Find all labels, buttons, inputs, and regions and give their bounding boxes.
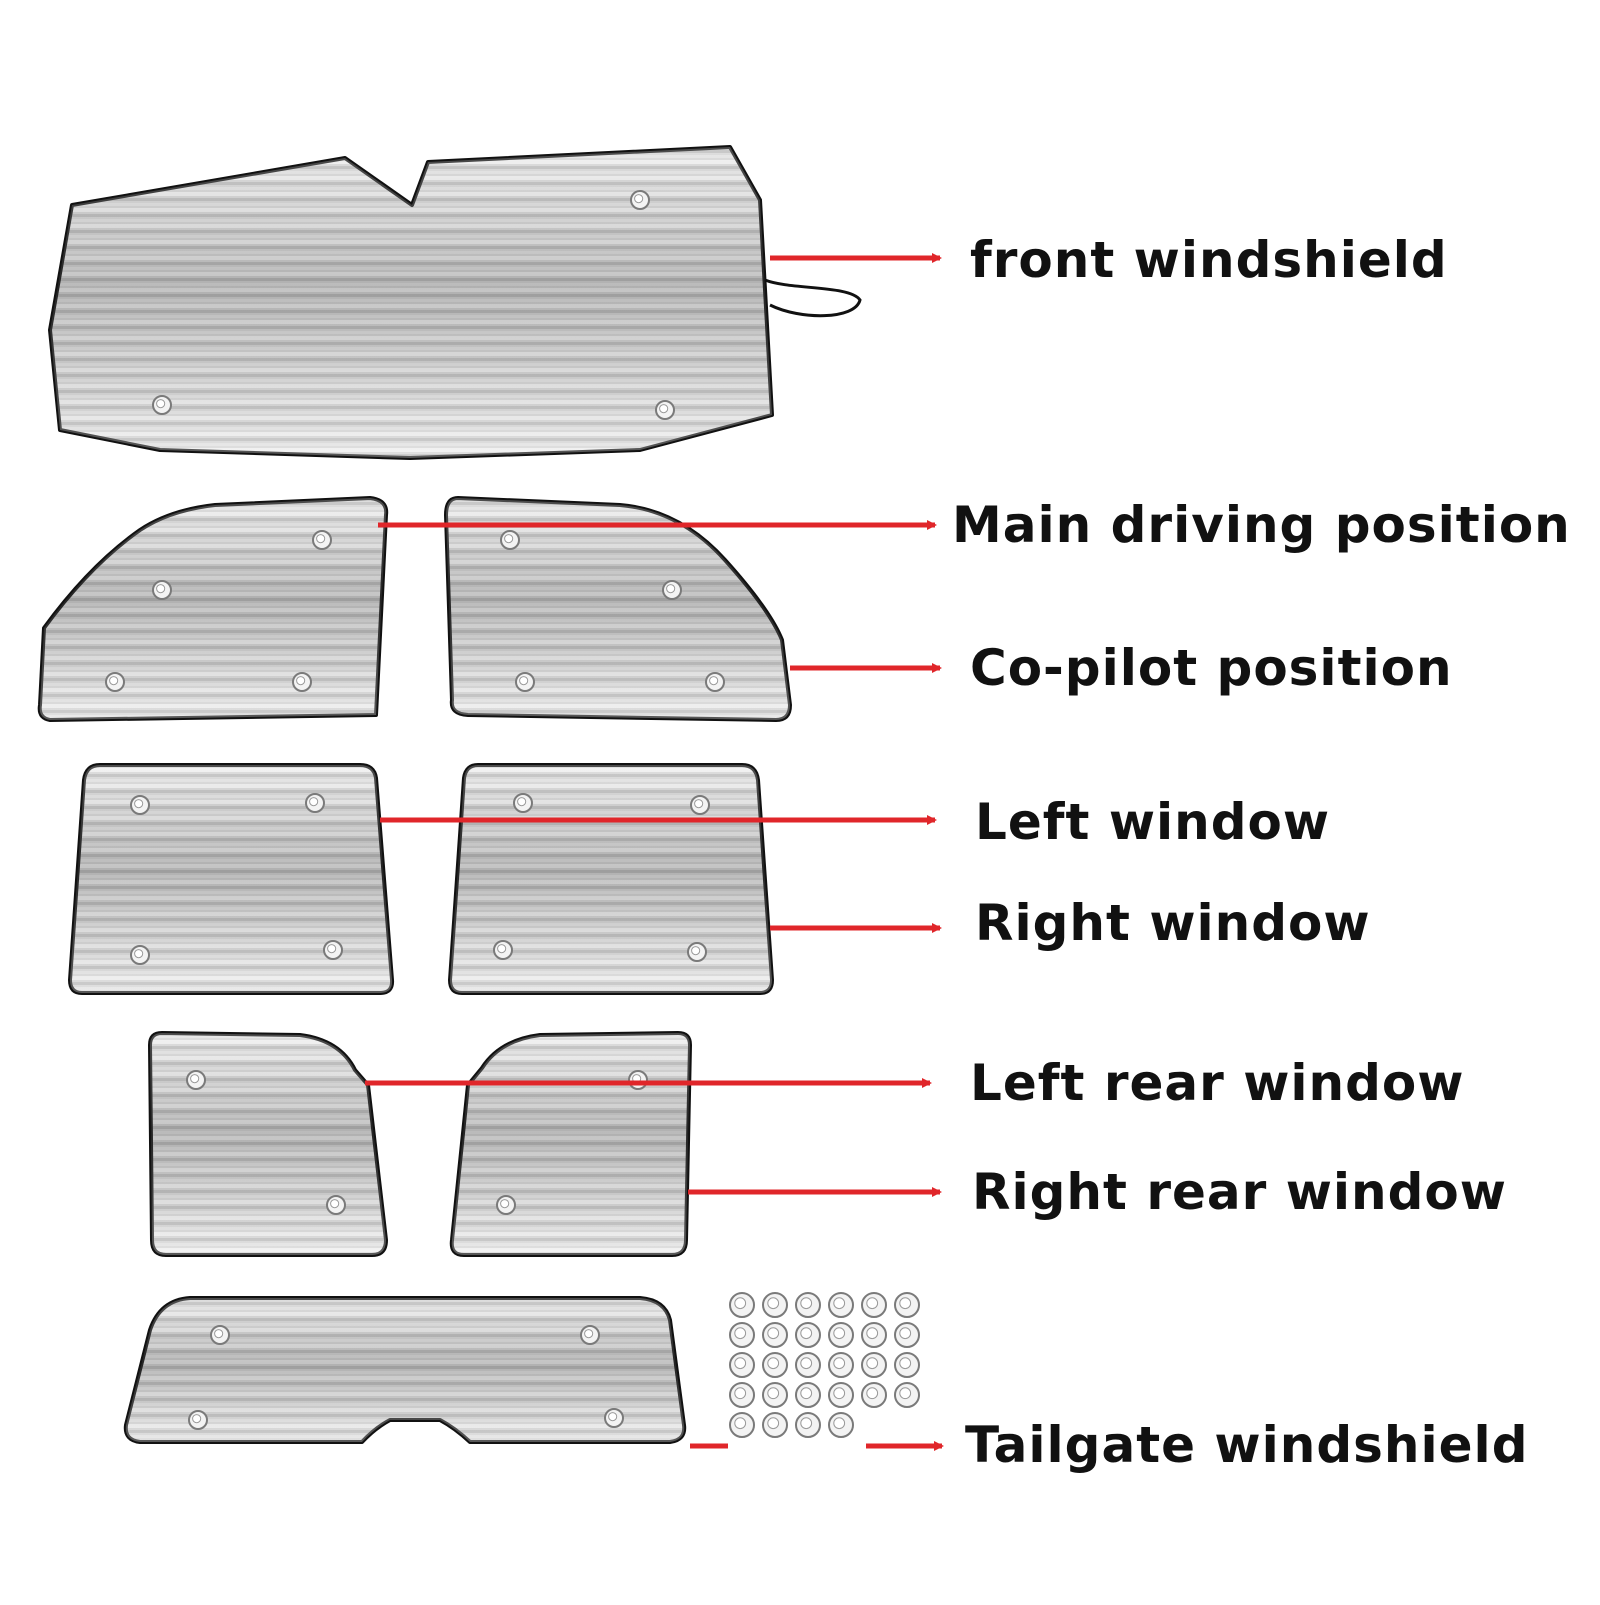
label-co-pilot-position: Co-pilot position [970,639,1453,697]
suction-cup [762,1412,788,1438]
suction-cup-marker [188,1410,208,1430]
suction-cup [795,1412,821,1438]
suction-cup [729,1412,755,1438]
hang-loop [764,278,862,318]
suction-cup-marker [305,793,325,813]
suction-cup [894,1382,920,1408]
suction-cup [828,1292,854,1318]
suction-cup [828,1412,854,1438]
suction-cup [795,1382,821,1408]
suction-cup-marker [580,1325,600,1345]
suction-cup-marker [630,190,650,210]
left-window-panel [68,763,395,995]
suction-cup-marker [705,672,725,692]
main-driving-position-panel [37,496,389,722]
suction-cup-marker [604,1408,624,1428]
arrows [365,253,944,1451]
suction-cup [762,1382,788,1408]
suction-cup [861,1322,887,1348]
suction-cup-marker [500,530,520,550]
suction-cup-marker [655,400,675,420]
suction-cup-marker [628,1070,648,1090]
suction-cup [729,1382,755,1408]
suction-cup [894,1352,920,1378]
label-main-driving-position: Main driving position [952,496,1571,554]
suction-cup-marker [152,580,172,600]
suction-cup [762,1292,788,1318]
suction-cup [894,1292,920,1318]
front-windshield-panel [48,145,862,460]
suction-cup-marker [323,940,343,960]
label-right-rear-window: Right rear window [972,1163,1507,1221]
label-left-window: Left window [975,793,1331,851]
suction-cup-marker [186,1070,206,1090]
suction-cup [795,1322,821,1348]
suction-cup-marker [515,672,535,692]
suction-cup [828,1382,854,1408]
suction-cup-marker [105,672,125,692]
suction-cup-marker [493,940,513,960]
suction-cups-cluster [729,1292,920,1438]
suction-cup [861,1382,887,1408]
suction-cup [861,1352,887,1378]
suction-cup-marker [513,793,533,813]
panel-suction-cup-markers [105,190,725,1430]
right-rear-window-panel [449,1031,692,1257]
suction-cup-marker [152,395,172,415]
suction-cup [795,1352,821,1378]
suction-cup [861,1292,887,1318]
suction-cup [729,1352,755,1378]
suction-cup-marker [496,1195,516,1215]
co-pilot-position-panel [444,496,792,722]
suction-cup-marker [312,530,332,550]
label-left-rear-window: Left rear window [970,1054,1465,1112]
suction-cup [828,1322,854,1348]
suction-cup [795,1292,821,1318]
suction-cup [729,1322,755,1348]
tailgate-windshield-panel [123,1296,687,1444]
label-front-windshield: front windshield [970,231,1448,289]
suction-cup [762,1352,788,1378]
label-tailgate-windshield: Tailgate windshield [965,1416,1529,1474]
suction-cup [762,1322,788,1348]
suction-cup [729,1292,755,1318]
label-right-window: Right window [975,894,1371,952]
suction-cup-marker [662,580,682,600]
suction-cup-marker [687,942,707,962]
suction-cup-marker [210,1325,230,1345]
suction-cup-marker [326,1195,346,1215]
left-rear-window-panel [148,1031,388,1257]
suction-cup [828,1352,854,1378]
suction-cup-marker [292,672,312,692]
suction-cup-marker [690,795,710,815]
suction-cup-marker [130,945,150,965]
suction-cup [894,1322,920,1348]
suction-cup-marker [130,795,150,815]
